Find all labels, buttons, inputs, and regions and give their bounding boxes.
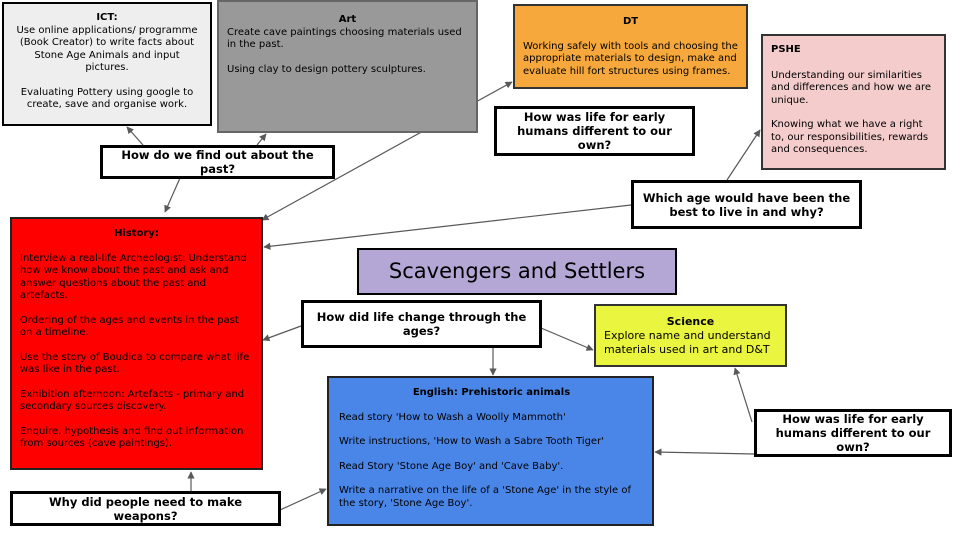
english-text: Write instructions, 'How to Wash a Sabre…: [339, 436, 604, 447]
art-box: Art Create cave paintings choosing mater…: [217, 0, 478, 133]
english-heading: English: Prehistoric animals: [412, 387, 571, 398]
question-life-different-top: How was life for early humans different …: [494, 106, 695, 156]
science-text: Explore name and understand materials us…: [604, 329, 771, 356]
arrow-findout-ict: [126, 126, 144, 146]
history-box: History: Interview a real-life Archeolog…: [10, 217, 263, 470]
question-life-different-bottom: How was life for early humans different …: [754, 409, 952, 457]
science-heading: Science: [666, 315, 715, 328]
arrow-lifebottom-english: [654, 448, 755, 456]
history-text: Interview a real-life Archeologist: Unde…: [20, 252, 247, 302]
art-text: Using clay to design pottery sculptures.: [227, 63, 426, 75]
question-find-out-past: How do we find out about the past?: [100, 145, 335, 179]
arrow-findout-history: [164, 177, 181, 213]
dt-heading: DT: [622, 16, 639, 27]
question-which-age: Which age would have been the best to li…: [631, 180, 862, 229]
art-heading: Art: [338, 14, 357, 25]
history-heading: History:: [114, 228, 159, 239]
dt-box: DT Working safely with tools and choosin…: [513, 4, 748, 89]
ict-box: ICT: Use online applications/ programme …: [2, 2, 212, 126]
pshe-text: Understanding our similarities and diffe…: [771, 69, 932, 106]
page-title: Scavengers and Settlers: [357, 248, 677, 295]
arrow-lifechange-science: [540, 327, 594, 351]
arrow-findout-art: [256, 133, 267, 146]
history-text: Ordering of the ages and events in the p…: [20, 314, 239, 339]
arrow-whichage-pshe: [726, 129, 761, 181]
dt-text: Working safely with tools and choosing t…: [523, 40, 738, 77]
ict-heading: ICT:: [96, 12, 118, 23]
pshe-text: Knowing what we have a right to, our res…: [771, 119, 929, 155]
english-text: Read Story 'Stone Age Boy' and 'Cave Bab…: [339, 460, 564, 472]
history-text: Use the story of Boudica to compare what…: [20, 351, 250, 376]
pshe-heading: PSHE: [771, 44, 801, 55]
ict-text: Evaluating Pottery using google to creat…: [20, 86, 194, 111]
history-text: Enquire, hypothesis and find out informa…: [20, 425, 244, 450]
english-text: Write a narrative on the life of a 'Ston…: [339, 485, 631, 509]
arrow-weapons-english: [279, 488, 327, 511]
pshe-box: PSHE Understanding our similarities and …: [761, 34, 946, 170]
question-weapons: Why did people need to make weapons?: [10, 491, 281, 526]
english-box: English: Prehistoric animals Read story …: [327, 376, 654, 526]
arrow-whichage-history: [263, 204, 632, 250]
question-life-change: How did life change through the ages?: [301, 300, 542, 348]
ict-text: Use online applications/ programme (Book…: [16, 24, 198, 74]
history-text: Exhibition afternoon: Artefacts - primar…: [20, 388, 245, 413]
english-text: Read story 'How to Wash a Woolly Mammoth…: [339, 411, 566, 423]
arrow-lifechange-history: [262, 325, 302, 342]
art-text: Create cave paintings choosing materials…: [227, 26, 462, 51]
arrow-lifebottom-science: [733, 367, 753, 423]
science-box: Science Explore name and understand mate…: [594, 304, 787, 367]
